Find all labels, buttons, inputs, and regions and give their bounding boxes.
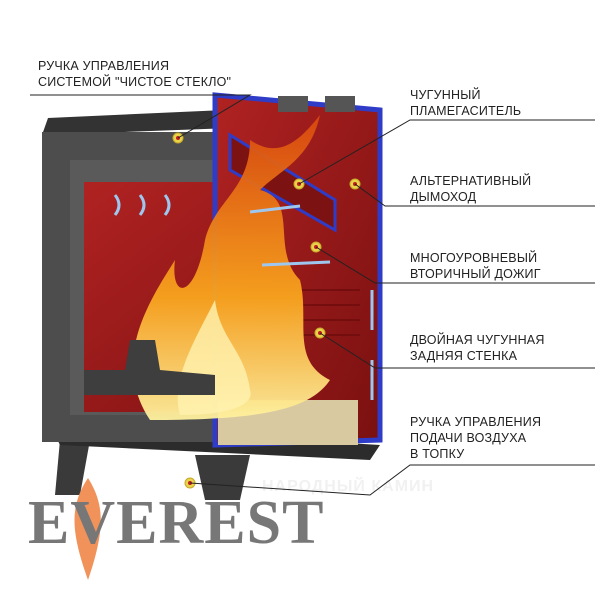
label-line: МНОГОУРОВНЕВЫЙ <box>410 251 538 265</box>
label-line: ВТОРИЧНЫЙ ДОЖИГ <box>410 267 541 281</box>
stove-leg-right <box>195 455 250 500</box>
label-line: В ТОПКУ <box>410 447 465 461</box>
everest-logo: EVEREST <box>28 489 325 557</box>
label-line: РУЧКА УПРАВЛЕНИЯ <box>410 415 542 429</box>
label-line: ПОДАЧИ ВОЗДУХА <box>410 431 527 445</box>
label-line: РУЧКА УПРАВЛЕНИЯ <box>38 59 170 73</box>
log-grate <box>84 340 215 395</box>
label-line: ЗАДНЯЯ СТЕНКА <box>410 349 518 363</box>
flame <box>133 115 330 420</box>
label-flame-damper: ЧУГУННЫЙ ПЛАМЕГАСИТЕЛЬ <box>410 87 521 119</box>
logo-flame-icon <box>74 478 101 580</box>
label-clean-glass: РУЧКА УПРАВЛЕНИЯ СИСТЕМОЙ "ЧИСТОЕ СТЕКЛО… <box>38 58 231 90</box>
stove-top-plate <box>42 110 232 135</box>
flue-pipe <box>278 96 308 112</box>
label-line: ПЛАМЕГАСИТЕЛЬ <box>410 104 522 118</box>
label-line: СИСТЕМОЙ "ЧИСТОЕ СТЕКЛО" <box>38 75 232 89</box>
label-line: ЧУГУННЫЙ <box>410 88 481 102</box>
label-alt-chimney: АЛЬТЕРНАТИВНЫЙ ДЫМОХОД <box>410 173 531 205</box>
label-line: АЛЬТЕРНАТИВНЫЙ <box>410 174 532 188</box>
label-line: ДЫМОХОД <box>410 190 477 204</box>
label-air-supply: РУЧКА УПРАВЛЕНИЯ ПОДАЧИ ВОЗДУХА В ТОПКУ <box>410 414 541 462</box>
leader-lines <box>30 94 595 496</box>
stove-leg-left <box>55 440 90 495</box>
flue-pipe-2 <box>325 96 355 112</box>
label-line: ДВОЙНАЯ ЧУГУННАЯ <box>410 333 545 347</box>
label-rear-wall: ДВОЙНАЯ ЧУГУННАЯ ЗАДНЯЯ СТЕНКА <box>410 332 545 364</box>
label-secondary-burn: МНОГОУРОВНЕВЫЙ ВТОРИЧНЫЙ ДОЖИГ <box>410 250 541 282</box>
